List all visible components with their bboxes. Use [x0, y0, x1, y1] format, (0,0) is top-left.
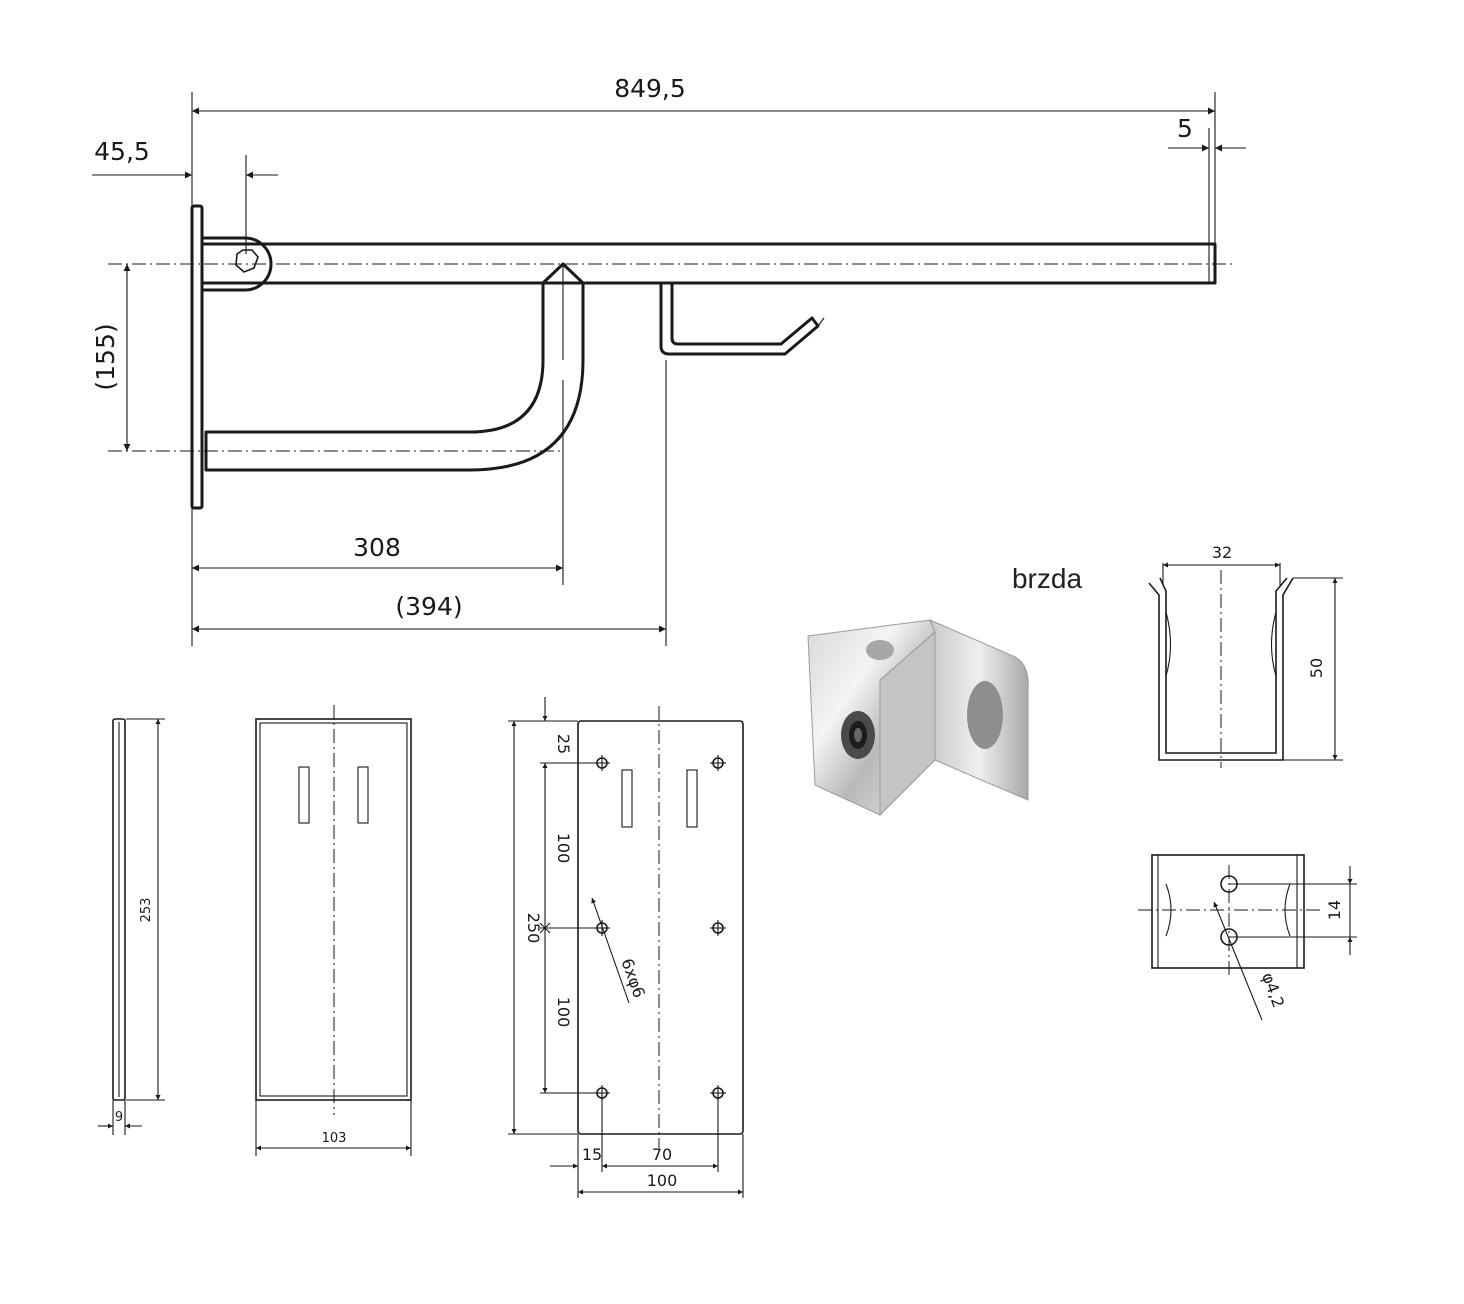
dim-plate-side-height: 253: [139, 898, 154, 923]
dim-height: (155): [91, 323, 120, 390]
brake-label: brzda: [1012, 563, 1082, 594]
brake-photo-icon: [807, 619, 1029, 817]
hex-nut-icon: [235, 249, 259, 273]
dim-hole-spacing-upper: 100: [554, 833, 573, 864]
dim-hole-margin-x: 15: [582, 1145, 602, 1164]
dim-support-length: 308: [353, 533, 401, 562]
dim-brake-height: 50: [1307, 658, 1326, 678]
dim-hole-spacing-lower: 100: [554, 997, 573, 1028]
dim-brake-width: 32: [1212, 543, 1232, 562]
brake-u-view: 32 50: [1148, 543, 1343, 768]
mounting-hole: [594, 755, 726, 1101]
mounting-plate-view: 6xφ6 250 25 100 100 15 70 100: [508, 697, 744, 1198]
dim-plate-top-margin: 25: [554, 734, 573, 754]
dim-brake-hole-diameter: φ4,2: [1258, 970, 1288, 1010]
plate-front-view: 103: [255, 705, 412, 1156]
dim-brake-hole-spacing: 14: [1325, 900, 1344, 920]
dim-plate-front-width: 103: [322, 1131, 347, 1146]
dim-holes-spec: 6xφ6: [617, 956, 649, 1000]
dim-plate-side-thickness: 9: [115, 1110, 123, 1125]
dim-hole-spacing-x: 70: [652, 1145, 672, 1164]
brake-side-view: 14 φ4,2: [1138, 854, 1357, 1021]
dim-plate-width: 100: [647, 1171, 678, 1190]
dim-plate-height: 250: [524, 913, 543, 944]
dim-overall-length: 849,5: [614, 74, 686, 103]
dim-hook-position: (394): [395, 592, 462, 621]
dim-pivot-offset: 45,5: [94, 137, 150, 166]
plate-side-view: 253 9: [98, 718, 165, 1135]
main-side-view: 849,5 5 45,5 (155) 308 (394): [91, 74, 1246, 646]
dim-end-offset: 5: [1177, 114, 1193, 143]
